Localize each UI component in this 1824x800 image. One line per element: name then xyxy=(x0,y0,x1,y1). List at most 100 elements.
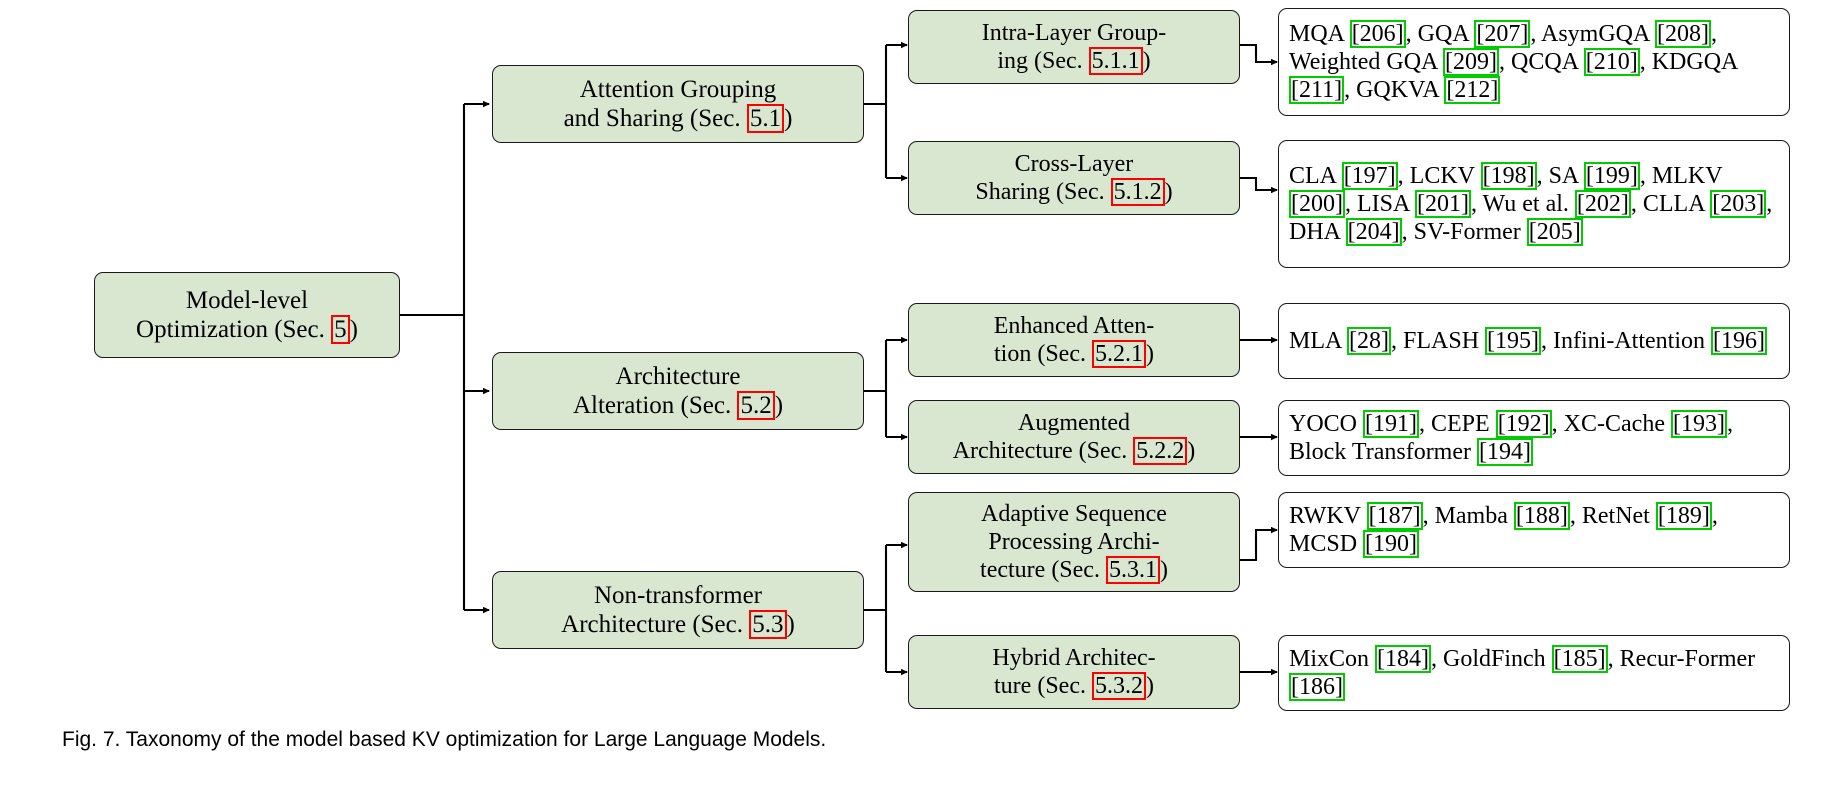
subnode-label: Augmented Architecture (Sec. 5.2.2) xyxy=(917,409,1231,466)
subnode-line1: Intra-Layer Group- xyxy=(981,19,1167,46)
root-node-model-level-optimization[interactable]: Model-level Optimization (Sec. 5) xyxy=(94,272,400,358)
citation-ref: [210] xyxy=(1583,47,1640,76)
subnode-line2-prefix: tion (Sec. xyxy=(994,341,1092,367)
branch-line2-prefix: Architecture (Sec. xyxy=(561,611,750,638)
subnode-label: Hybrid Architec- ture (Sec. 5.3.2) xyxy=(917,644,1231,701)
subnode-line1: Adaptive Sequence xyxy=(981,500,1167,527)
citation-ref: [189] xyxy=(1655,501,1712,530)
leaf-node-adaptive-sequence-processing-methods[interactable]: RWKV [187], Mamba [188], RetNet [189], M… xyxy=(1278,492,1790,568)
subnode-section-ref: 5.2.1 xyxy=(1091,340,1146,368)
citation-ref: [193] xyxy=(1670,409,1727,438)
citation-ref: [196] xyxy=(1710,326,1767,355)
leaf-node-text: MLA [28], FLASH [195], Infini-Attention … xyxy=(1289,326,1767,355)
subnode-line2-prefix: ing (Sec. xyxy=(997,48,1089,74)
citation-ref: [191] xyxy=(1363,409,1419,438)
leaf-node-text: MQA [206], GQA [207], AsymGQA [208], Wei… xyxy=(1289,19,1738,105)
citation-ref: [207] xyxy=(1474,19,1531,48)
subnode-line2-suffix: ) xyxy=(1142,48,1151,74)
branch-node-architecture-alteration[interactable]: Architecture Alteration (Sec. 5.2) xyxy=(492,352,864,430)
subnode-line1: Cross-Layer xyxy=(1014,150,1134,177)
subnode-adaptive-sequence-processing-architecture[interactable]: Adaptive Sequence Processing Archi- tect… xyxy=(908,492,1240,592)
citation-ref: [206] xyxy=(1349,19,1406,48)
branch-line1: Architecture xyxy=(615,362,741,390)
subnode-line1b: Processing Archi- xyxy=(988,528,1160,555)
leaf-node-text: CLA [197], LCKV [198], SA [199], MLKV [2… xyxy=(1289,161,1773,247)
subnode-augmented-architecture[interactable]: Augmented Architecture (Sec. 5.2.2) xyxy=(908,400,1240,474)
subnode-line2-prefix: ture (Sec. xyxy=(994,673,1092,699)
branch-node-label: Attention Grouping and Sharing (Sec. 5.1… xyxy=(501,75,855,134)
leaf-node-text: YOCO [191], CEPE [192], XC-Cache [193], … xyxy=(1289,409,1733,466)
citation-ref: [199] xyxy=(1583,161,1640,190)
citation-ref: [28] xyxy=(1347,326,1391,355)
citation-ref: [192] xyxy=(1495,409,1552,438)
branch-line2-suffix: ) xyxy=(786,611,795,638)
leaf-node-enhanced-attention-methods[interactable]: MLA [28], FLASH [195], Infini-Attention … xyxy=(1278,303,1790,379)
leaf-node-text: MixCon [184], GoldFinch [185], Recur-For… xyxy=(1289,644,1756,701)
leaf-node-cross-layer-sharing-methods[interactable]: CLA [197], LCKV [198], SA [199], MLKV [2… xyxy=(1278,140,1790,268)
branch-line2-prefix: Alteration (Sec. xyxy=(572,392,738,419)
subnode-line1: Hybrid Architec- xyxy=(992,644,1156,671)
leaf-node-hybrid-architecture-methods[interactable]: MixCon [184], GoldFinch [185], Recur-For… xyxy=(1278,635,1790,711)
branch-line2-suffix: ) xyxy=(784,105,793,132)
subnode-line2-prefix: Architecture (Sec. xyxy=(952,438,1134,464)
citation-ref: [195] xyxy=(1485,326,1542,355)
subnode-line1: Enhanced Atten- xyxy=(993,312,1155,339)
root-section-ref: 5 xyxy=(331,315,350,344)
citation-ref: [194] xyxy=(1477,438,1533,466)
figure-caption: Fig. 7. Taxonomy of the model based KV o… xyxy=(62,728,827,751)
root-node-line2-prefix: Optimization (Sec. xyxy=(136,316,332,343)
citation-ref: [188] xyxy=(1513,501,1570,530)
leaf-node-intra-layer-grouping-methods[interactable]: MQA [206], GQA [207], AsymGQA [208], Wei… xyxy=(1278,8,1790,116)
citation-ref: [186] xyxy=(1289,673,1345,701)
citation-ref: [208] xyxy=(1655,19,1711,48)
branch-node-attention-grouping-and-sharing[interactable]: Attention Grouping and Sharing (Sec. 5.1… xyxy=(492,65,864,143)
leaf-node-augmented-architecture-methods[interactable]: YOCO [191], CEPE [192], XC-Cache [193], … xyxy=(1278,400,1790,476)
root-node-label: Model-level Optimization (Sec. 5) xyxy=(103,286,391,345)
branch-line2-suffix: ) xyxy=(774,392,784,419)
subnode-label: Adaptive Sequence Processing Archi- tect… xyxy=(917,500,1231,585)
citation-ref: [190] xyxy=(1363,530,1420,558)
branch-node-non-transformer-architecture[interactable]: Non-transformer Architecture (Sec. 5.3) xyxy=(492,571,864,649)
subnode-line2-prefix: Sharing (Sec. xyxy=(975,179,1111,205)
subnode-intra-layer-grouping[interactable]: Intra-Layer Group- ing (Sec. 5.1.1) xyxy=(908,10,1240,84)
subnode-label: Cross-Layer Sharing (Sec. 5.1.2) xyxy=(917,150,1231,207)
leaf-node-text: RWKV [187], Mamba [188], RetNet [189], M… xyxy=(1289,501,1718,558)
subnode-section-ref: 5.1.2 xyxy=(1110,178,1165,206)
citation-ref: [209] xyxy=(1443,47,1500,76)
citation-ref: [184] xyxy=(1375,644,1431,673)
branch-section-ref: 5.2 xyxy=(737,391,775,420)
citation-ref: [211] xyxy=(1289,76,1345,105)
subnode-section-ref: 5.3.1 xyxy=(1105,556,1160,585)
branch-node-label: Non-transformer Architecture (Sec. 5.3) xyxy=(501,581,855,640)
citation-ref: [200] xyxy=(1289,189,1345,218)
root-node-line1: Model-level xyxy=(185,286,309,314)
subnode-enhanced-attention[interactable]: Enhanced Atten- tion (Sec. 5.2.1) xyxy=(908,303,1240,377)
branch-node-label: Architecture Alteration (Sec. 5.2) xyxy=(501,362,855,421)
subnode-cross-layer-sharing[interactable]: Cross-Layer Sharing (Sec. 5.1.2) xyxy=(908,141,1240,215)
subnode-label: Enhanced Atten- tion (Sec. 5.2.1) xyxy=(917,312,1231,369)
subnode-line2-suffix: ) xyxy=(1159,557,1168,584)
citation-ref: [187] xyxy=(1366,501,1423,530)
citation-ref: [185] xyxy=(1551,644,1608,673)
subnode-section-ref: 5.1.1 xyxy=(1088,47,1143,75)
subnode-line2-prefix: tecture (Sec. xyxy=(980,557,1106,584)
subnode-line2-suffix: ) xyxy=(1145,341,1154,367)
branch-section-ref: 5.3 xyxy=(749,610,787,639)
subnode-line2-suffix: ) xyxy=(1145,673,1154,699)
citation-ref: [203] xyxy=(1710,189,1767,218)
subnode-section-ref: 5.3.2 xyxy=(1091,672,1146,700)
subnode-label: Intra-Layer Group- ing (Sec. 5.1.1) xyxy=(917,19,1231,76)
subnode-hybrid-architecture[interactable]: Hybrid Architec- ture (Sec. 5.3.2) xyxy=(908,635,1240,709)
branch-line1: Non-transformer xyxy=(594,581,762,609)
citation-ref: [205] xyxy=(1526,218,1583,247)
citation-ref: [197] xyxy=(1341,161,1398,190)
citation-ref: [202] xyxy=(1574,189,1631,218)
branch-section-ref: 5.1 xyxy=(746,104,785,133)
branch-line1: Attention Grouping xyxy=(579,75,777,103)
citation-ref: [204] xyxy=(1345,218,1402,247)
subnode-line1: Augmented xyxy=(1018,409,1130,436)
subnode-line2-suffix: ) xyxy=(1187,438,1196,464)
subnode-line2-suffix: ) xyxy=(1164,179,1173,205)
citation-ref: [212] xyxy=(1444,76,1501,105)
